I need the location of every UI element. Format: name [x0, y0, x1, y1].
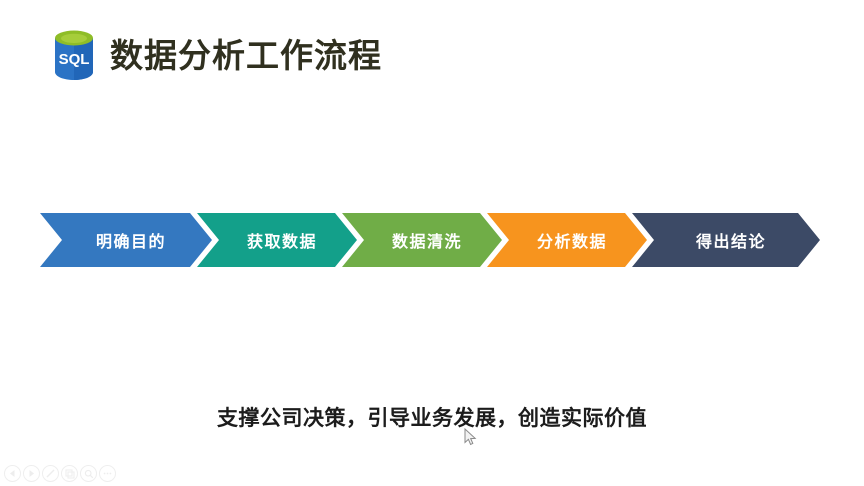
page-title: 数据分析工作流程 — [110, 36, 382, 74]
flow-step-3[interactable]: 数据清洗 — [342, 213, 502, 267]
flow-step-2-label: 获取数据 — [246, 234, 317, 251]
process-flow: 明确目的 获取数据 数据清洗 分析数据 得出结论 — [40, 213, 820, 267]
play-icon[interactable] — [23, 465, 40, 482]
flow-step-5-label: 得出结论 — [695, 234, 766, 251]
pen-icon[interactable] — [42, 465, 59, 482]
copy-icon[interactable] — [61, 465, 78, 482]
flow-step-2[interactable]: 获取数据 — [197, 213, 357, 267]
flow-step-4-label: 分析数据 — [536, 234, 607, 251]
sql-database-icon: SQL — [52, 29, 96, 81]
player-toolbar[interactable] — [4, 465, 116, 482]
more-icon[interactable] — [99, 465, 116, 482]
flow-step-1[interactable]: 明确目的 — [40, 213, 212, 267]
flow-step-5[interactable]: 得出结论 — [632, 213, 820, 267]
flow-step-3-label: 数据清洗 — [391, 234, 462, 251]
flow-step-1-label: 明确目的 — [95, 234, 166, 251]
sql-icon-text: SQL — [59, 51, 90, 68]
zoom-icon[interactable] — [80, 465, 97, 482]
slide-header: SQL 数据分析工作流程 — [52, 29, 382, 81]
flow-step-4[interactable]: 分析数据 — [487, 213, 647, 267]
previous-icon[interactable] — [4, 465, 21, 482]
slide-caption: 支撑公司决策，引导业务发展，创造实际价值 — [217, 407, 647, 430]
